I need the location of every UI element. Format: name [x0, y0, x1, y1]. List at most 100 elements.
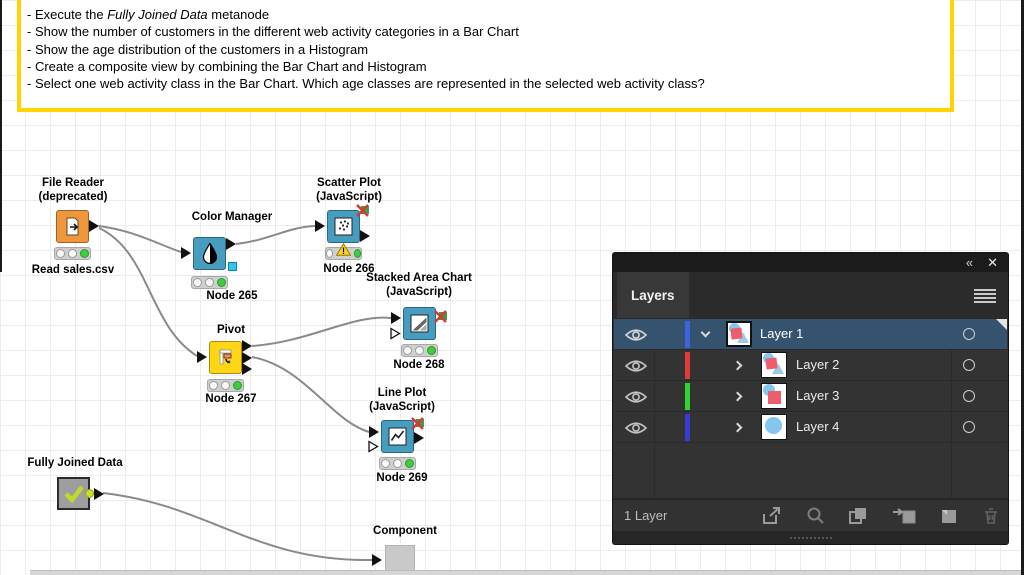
collapse-panel-icon[interactable]: « — [965, 255, 974, 270]
input-port[interactable] — [391, 312, 401, 324]
output-port[interactable] — [360, 230, 370, 242]
node-title-pivot: Pivot — [216, 324, 246, 336]
editor-right-edge — [1021, 0, 1024, 575]
output-port[interactable] — [94, 488, 104, 500]
target-circle-icon[interactable] — [963, 421, 975, 433]
visibility-eye-icon[interactable] — [624, 359, 648, 378]
color-drop-icon — [202, 242, 217, 265]
layer-thumbnail[interactable] — [761, 414, 787, 440]
chevron-right-icon[interactable] — [732, 422, 743, 433]
layer-thumbnail[interactable] — [726, 321, 752, 347]
annotation-line: - Execute the Fully Joined Data metanode — [27, 7, 270, 22]
chevron-down-icon[interactable] — [700, 327, 711, 338]
new-sublayer-icon[interactable] — [891, 506, 917, 526]
layer-name[interactable]: Layer 3 — [796, 388, 840, 403]
panel-bottom-bar: 1 Layer — [613, 499, 1008, 531]
node-label: Node 265 — [206, 290, 258, 302]
warning-icon: ! — [335, 242, 352, 261]
new-layer-icon[interactable] — [938, 506, 960, 526]
layer-row[interactable]: Layer 1 — [614, 319, 1007, 350]
input-port[interactable] — [197, 351, 207, 363]
node-file-reader[interactable] — [56, 210, 89, 243]
node-label: Read sales.csv — [31, 264, 115, 276]
layer-color-bar — [685, 383, 690, 410]
input-port[interactable] — [181, 247, 191, 259]
output-port[interactable] — [414, 432, 424, 444]
node-title-scatter-plot: Scatter Plot(JavaScript) — [316, 177, 382, 203]
node-title-component: Component — [373, 525, 437, 537]
layers-list: Layer 1 Layer 2 — [614, 318, 1007, 499]
close-icon[interactable]: ✕ — [987, 255, 998, 270]
area-chart-icon — [410, 314, 429, 333]
panel-menu-icon[interactable] — [974, 289, 996, 303]
input-port[interactable] — [372, 554, 382, 566]
tab-layers[interactable]: Layers — [617, 272, 689, 318]
make-clipping-mask-icon[interactable] — [847, 506, 869, 526]
node-label: Node 267 — [205, 393, 257, 405]
optional-input-port[interactable] — [390, 327, 401, 345]
workflow-annotation[interactable]: - Execute the Fully Joined Data metanode… — [17, 0, 954, 112]
output-port[interactable] — [242, 340, 252, 352]
visibility-eye-icon[interactable] — [624, 328, 648, 347]
line-chart-icon — [388, 427, 407, 446]
chevron-right-icon[interactable] — [732, 360, 743, 371]
target-circle-icon[interactable] — [963, 390, 975, 402]
inactive-image-port-icon — [432, 309, 449, 329]
traffic-light-pivot — [207, 379, 244, 392]
traffic-light-scatter-plot: ! — [325, 242, 362, 260]
layer-color-bar — [685, 352, 690, 379]
inactive-image-port-icon — [354, 203, 371, 223]
node-title-fully-joined-data: Fully Joined Data — [27, 457, 123, 469]
selection-corner-indicator — [996, 319, 1007, 330]
annotation-line: - Select one web activity class in the B… — [27, 76, 705, 92]
inactive-image-port-icon — [409, 416, 426, 436]
pivot-icon — [219, 349, 232, 365]
node-line-plot[interactable] — [381, 420, 414, 453]
editor-left-edge — [0, 0, 2, 272]
node-pivot[interactable] — [209, 341, 242, 374]
layer-name[interactable]: Layer 1 — [760, 326, 804, 341]
chevron-right-icon[interactable] — [732, 391, 743, 402]
collect-for-export-icon[interactable] — [761, 506, 783, 526]
traffic-light-color-manager — [191, 276, 228, 289]
layer-name[interactable]: Layer 4 — [796, 419, 840, 434]
annotation-line: - Show the age distribution of the custo… — [27, 41, 369, 57]
traffic-light-line-plot — [379, 457, 416, 470]
horizontal-scrollbar[interactable] — [30, 570, 1021, 575]
visibility-eye-icon[interactable] — [624, 421, 648, 440]
output-port[interactable] — [226, 238, 236, 250]
panel-resize-handle[interactable] — [613, 531, 1008, 544]
layer-color-bar — [685, 321, 690, 348]
layer-row[interactable]: Layer 2 — [614, 350, 1007, 381]
color-model-port[interactable] — [228, 262, 237, 271]
output-port[interactable] — [89, 220, 99, 232]
node-title-color-manager: Color Manager — [191, 211, 273, 223]
node-scatter-plot[interactable] — [327, 210, 360, 243]
input-port[interactable] — [315, 220, 325, 232]
target-circle-icon[interactable] — [963, 359, 975, 371]
node-color-manager[interactable] — [193, 237, 226, 270]
layer-row[interactable]: Layer 3 — [614, 381, 1007, 412]
locate-object-search-icon[interactable] — [805, 506, 826, 526]
node-label: Node 269 — [376, 472, 428, 484]
node-label: Node 268 — [393, 359, 445, 371]
output-port[interactable] — [242, 352, 252, 364]
traffic-light-file-reader — [54, 247, 91, 260]
checkmark-icon — [63, 485, 84, 503]
node-label: Node 266 — [323, 263, 375, 275]
layer-count-status: 1 Layer — [624, 508, 668, 523]
trash-icon[interactable] — [982, 506, 1000, 526]
layer-row[interactable]: Layer 4 — [614, 412, 1007, 443]
output-port[interactable] — [242, 363, 252, 375]
layer-thumbnail[interactable] — [761, 352, 787, 378]
input-port[interactable] — [369, 426, 379, 438]
annotation-line: - Create a composite view by combining t… — [27, 58, 427, 74]
layer-thumbnail[interactable] — [761, 383, 787, 409]
target-circle-icon[interactable] — [963, 328, 975, 340]
layer-name[interactable]: Layer 2 — [796, 357, 840, 372]
optional-input-port[interactable] — [368, 440, 379, 458]
visibility-eye-icon[interactable] — [624, 390, 648, 409]
metanode-output-port[interactable] — [85, 489, 94, 498]
node-stacked-area-chart[interactable] — [403, 307, 436, 340]
panel-tabbar: Layers — [613, 272, 1008, 318]
